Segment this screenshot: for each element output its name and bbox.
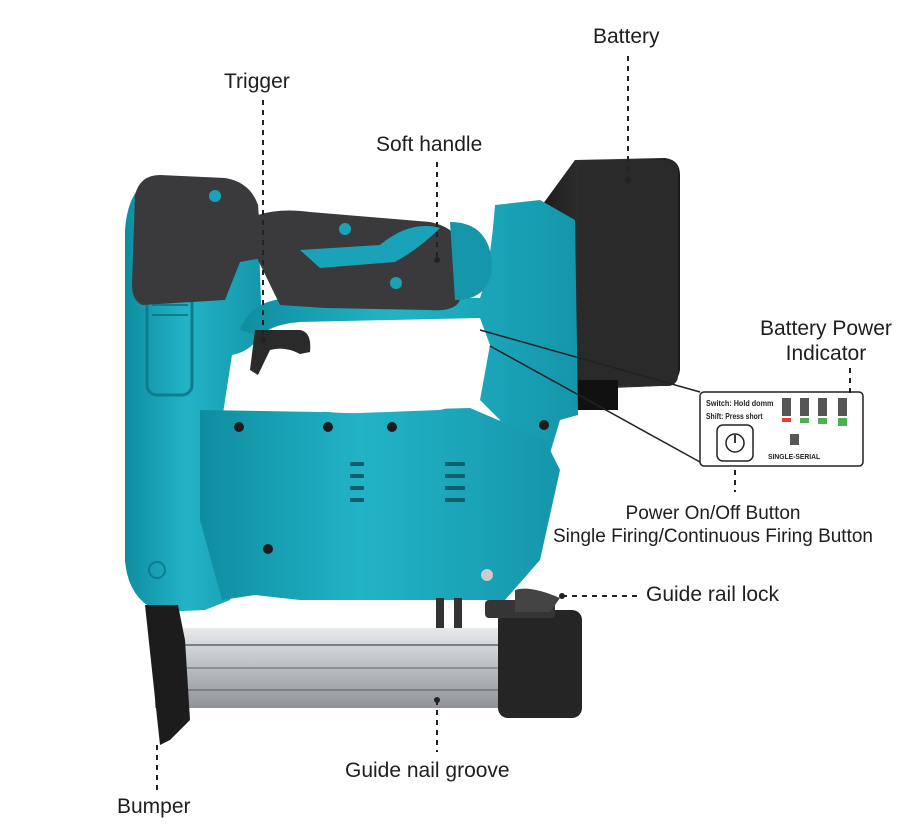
panel-mode-text: SINGLE-SERIAL [768,452,821,461]
label-guide-rail-lock: Guide rail lock [646,583,780,606]
label-guide-nail-groove: Guide nail groove [345,759,510,782]
label-bumper: Bumper [117,795,191,818]
tool-body [125,178,578,612]
rear-cap [132,175,262,305]
label-power-line1: Power On/Off Button [625,503,801,524]
label-power-line2: Single Firing/Continuous Firing Button [553,526,874,547]
label-bpi-line1: Battery Power [760,317,892,340]
panel-shift-text: Shift: Press short [706,412,763,421]
panel-switch-text: Switch: Hold domm [706,398,774,408]
label-power-button: Power On/Off Button Single Firing/Contin… [553,502,873,548]
mode-indicator [790,434,799,445]
label-bpi-line2: Indicator [785,342,867,365]
leader-lines [156,56,851,790]
label-battery-power-indicator: Battery Power Indicator [760,316,892,366]
soft-handle [258,210,492,311]
battery-level-bars [782,398,847,426]
label-trigger: Trigger [224,70,290,93]
label-battery: Battery [593,25,660,48]
guide-rail [145,588,582,745]
label-soft-handle: Soft handle [376,133,483,156]
power-icon [725,433,745,453]
control-panel-callout [479,329,864,467]
